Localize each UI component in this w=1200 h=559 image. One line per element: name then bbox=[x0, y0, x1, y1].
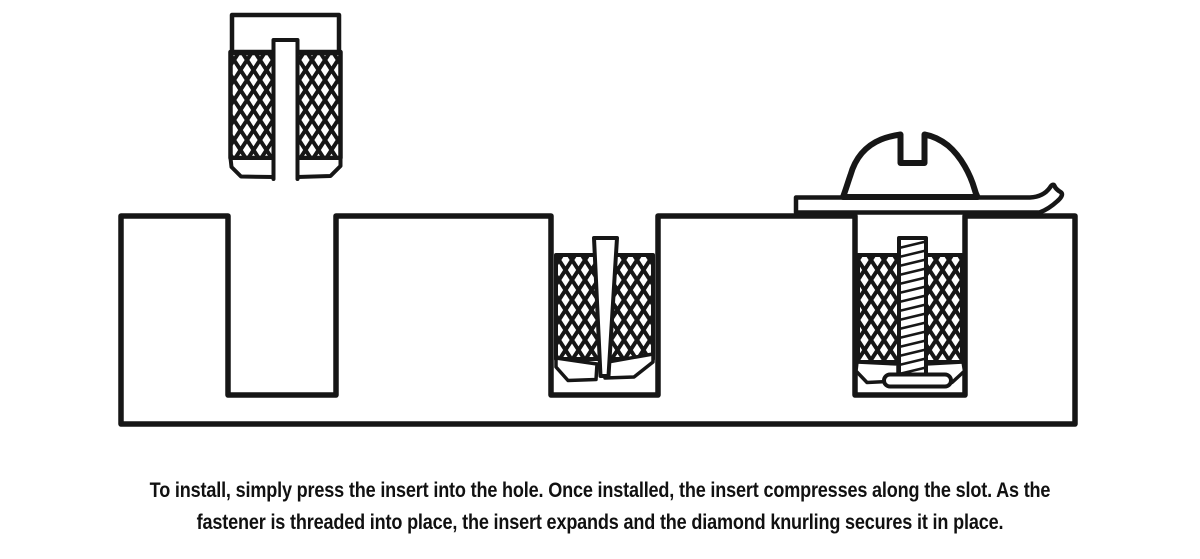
screw-tip-plate bbox=[882, 372, 953, 389]
compressed-slot bbox=[592, 236, 619, 378]
insert-tip-right bbox=[295, 156, 343, 179]
caption-line-2: fastener is threaded into place, the ins… bbox=[196, 510, 1004, 534]
insert-uninstalled bbox=[228, 12, 343, 181]
open-slot bbox=[271, 38, 300, 181]
block-cross-section bbox=[118, 213, 1078, 427]
caption-line-1: To install, simply press the insert into… bbox=[149, 478, 1051, 502]
insert-expanded-with-fastener bbox=[854, 236, 967, 389]
insert-foot-right-middle bbox=[603, 352, 655, 380]
screw-thread-lines bbox=[897, 240, 928, 376]
screw-head bbox=[840, 131, 981, 200]
insert-tip-left bbox=[228, 156, 276, 179]
insert-installed-compressed bbox=[554, 236, 655, 383]
insert-foot-left-middle bbox=[554, 356, 599, 383]
caption: To install, simply press the insert into… bbox=[96, 474, 1104, 538]
